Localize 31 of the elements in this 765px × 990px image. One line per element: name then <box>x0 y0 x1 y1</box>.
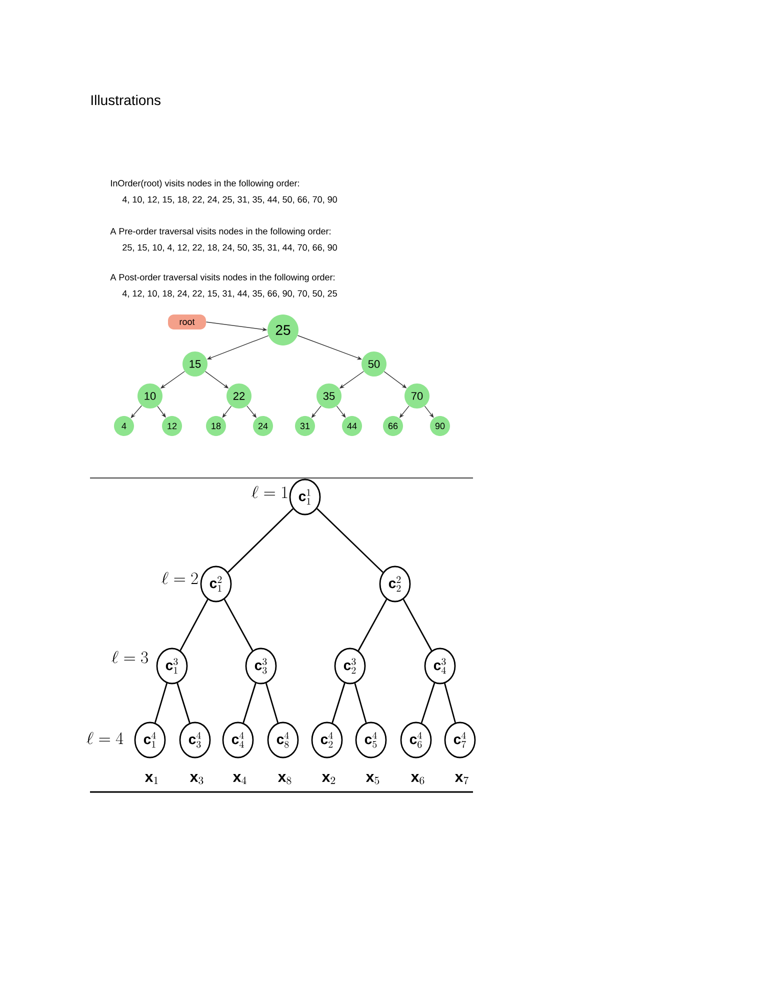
level-label: $\ell=4$ <box>86 732 124 744</box>
text-line: 25, 15, 10, 4, 12, 22, 18, 24, 50, 35, 31, 44, 70, 66, 90 <box>122 244 337 252</box>
leaf-label: $\mathbf{x}_{3}$ <box>190 774 204 784</box>
page-title: Illustrations <box>91 94 160 106</box>
text-line: 4, 10, 12, 15, 18, 22, 24, 25, 31, 35, 44, 50, 66, 70, 90 <box>122 196 337 204</box>
tree-edge <box>332 682 346 724</box>
leaf-label: $\mathbf{x}_{6}$ <box>410 774 424 784</box>
text-line: 4, 12, 10, 18, 24, 22, 15, 31, 44, 35, 66, 90, 70, 50, 25 <box>122 290 337 298</box>
root-pointer-box: root <box>168 314 206 330</box>
leaf-label: $\mathbf{x}_{1}$ <box>144 774 158 784</box>
tree-edge <box>180 599 208 651</box>
leaf-label: $\mathbf{x}_{4}$ <box>232 774 246 784</box>
tree-edge <box>316 508 384 573</box>
tree-edge <box>176 682 190 724</box>
tree-edge <box>228 508 294 573</box>
leaf-label: $\mathbf{x}_{5}$ <box>366 774 380 784</box>
text-line: InOrder(root) visits nodes in the following order: <box>111 180 299 188</box>
text-line: A Post-order traversal visits nodes in the following order: <box>110 274 334 282</box>
text-line: A Pre-order traversal visits nodes in the following order: <box>110 228 330 236</box>
tree-edge <box>444 683 456 723</box>
tree-edge <box>224 599 254 651</box>
leaf-label: $\mathbf{x}_{2}$ <box>322 774 336 784</box>
tree-edge <box>358 599 388 651</box>
tree-edge <box>402 599 432 651</box>
tree-edge <box>265 683 279 723</box>
leaf-label: $\mathbf{x}_{7}$ <box>454 774 468 784</box>
tree-edge <box>154 683 168 723</box>
leaf-label: $\mathbf{x}_{8}$ <box>278 774 292 784</box>
tree-edge <box>420 682 436 724</box>
tree-edge <box>242 682 256 724</box>
tree-edge <box>354 683 367 723</box>
